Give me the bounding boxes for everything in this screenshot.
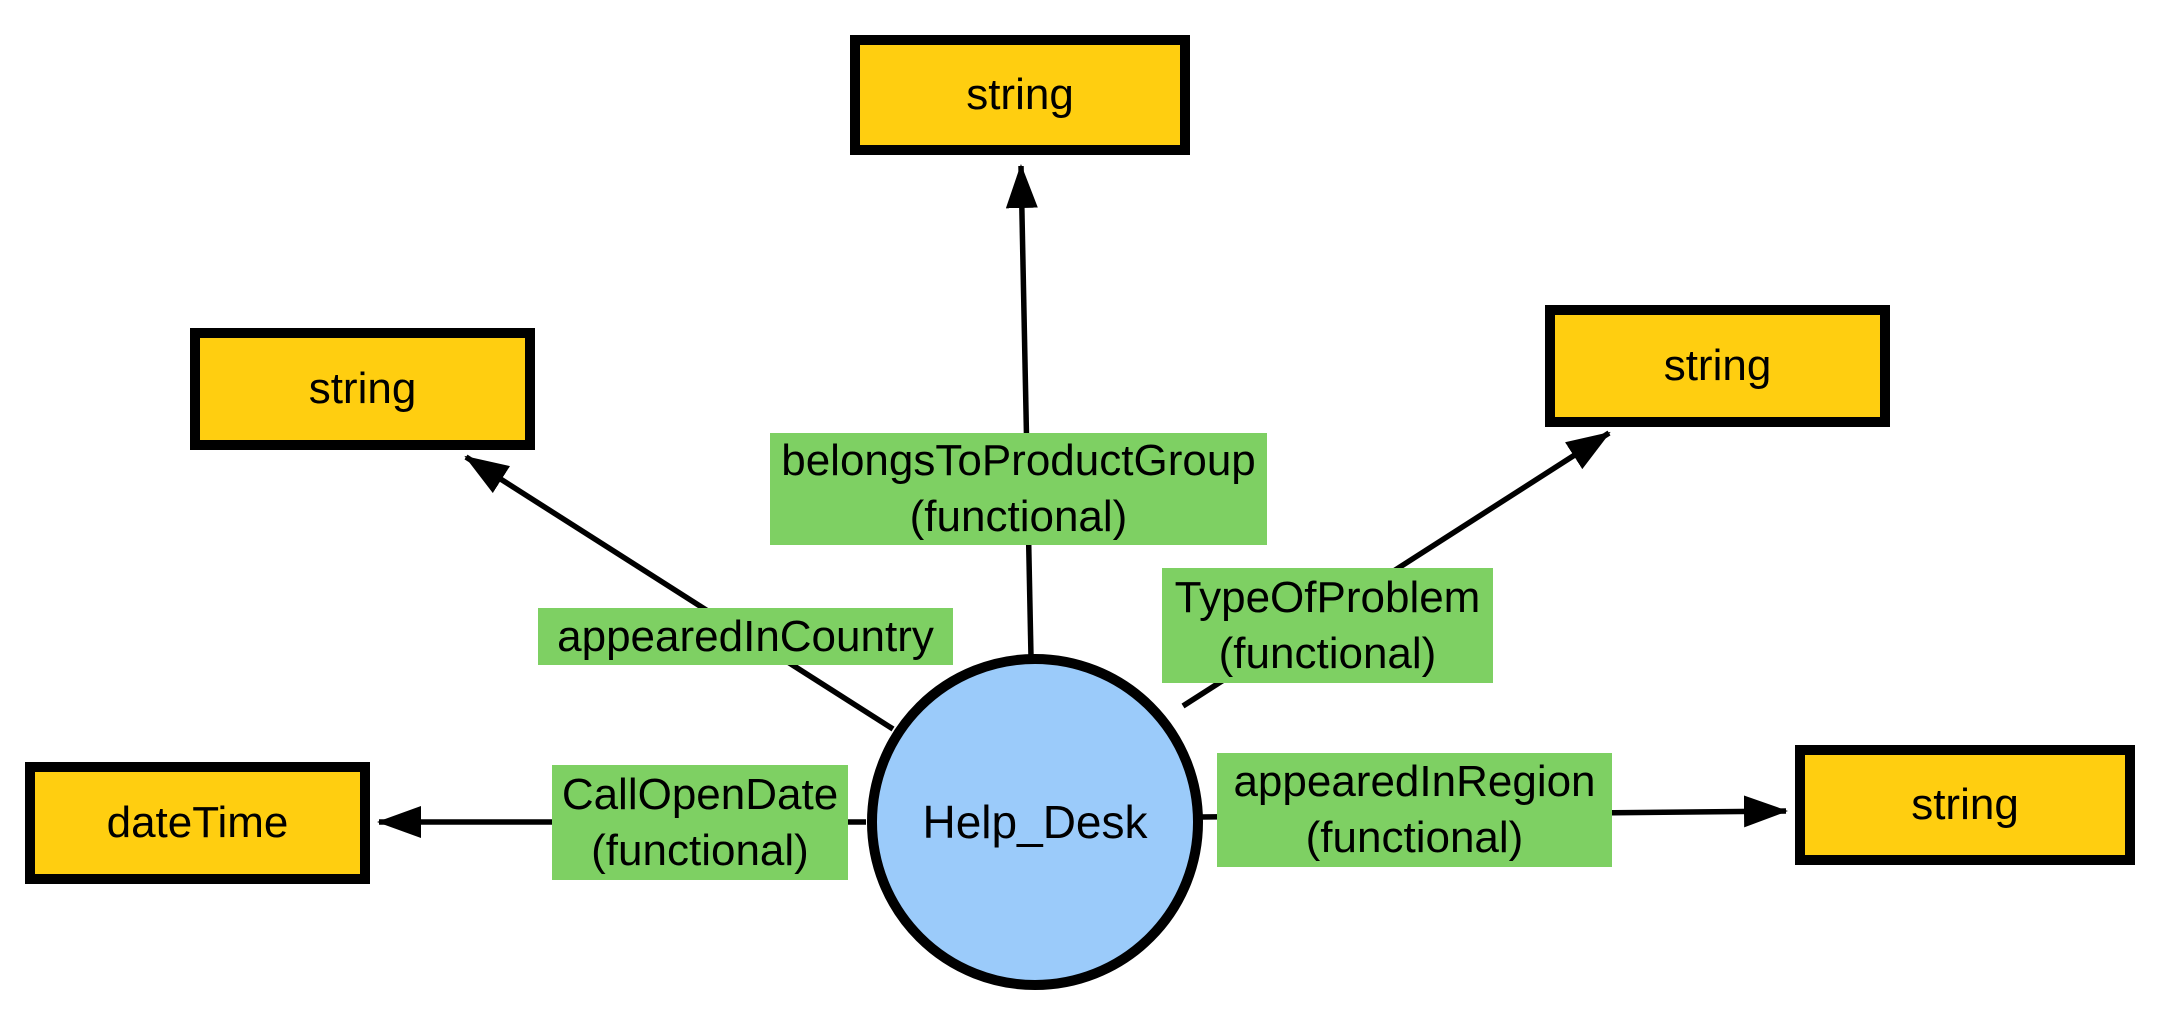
datatype-node-label: string xyxy=(966,70,1074,119)
edge-label-belongs-to-product-group[interactable]: belongsToProductGroup (functional) xyxy=(770,433,1267,545)
edge-label-qualifier: (functional) xyxy=(591,825,809,875)
datatype-node-label: string xyxy=(1911,780,2019,829)
class-node-label: Help_Desk xyxy=(922,796,1148,848)
edge-label-text: appearedInCountry xyxy=(557,611,934,661)
edge-line-belongs-to-product-group xyxy=(1005,164,1038,658)
datatype-node-label: string xyxy=(1663,341,1772,390)
edge-label-text: belongsToProductGroup xyxy=(781,436,1256,485)
datatype-node-string-right[interactable]: string xyxy=(1795,745,2135,865)
edge-label-appeared-in-region[interactable]: appearedInRegion (functional) xyxy=(1217,753,1612,867)
datatype-node-label: dateTime xyxy=(106,798,289,847)
edge-label-call-open-date[interactable]: CallOpenDate (functional) xyxy=(552,765,848,880)
datatype-node-string-upper-right[interactable]: string xyxy=(1545,305,1890,427)
edge-label-qualifier: (functional) xyxy=(909,492,1128,541)
edge-line-appeared-in-country xyxy=(464,454,895,732)
edge-label-text: appearedInRegion xyxy=(1233,757,1596,806)
edge-label-qualifier: (functional) xyxy=(1305,813,1524,862)
datatype-node-label: string xyxy=(308,364,417,413)
datatype-node-datetime-left[interactable]: dateTime xyxy=(25,762,370,884)
edge-label-qualifier: (functional) xyxy=(1218,628,1437,678)
edge-label-text: TypeOfProblem xyxy=(1174,572,1481,622)
class-node-help-desk[interactable]: Help_Desk xyxy=(867,654,1203,990)
datatype-node-string-top[interactable]: string xyxy=(850,35,1190,155)
edge-label-text: CallOpenDate xyxy=(561,769,839,819)
edge-label-appeared-in-country[interactable]: appearedInCountry xyxy=(538,608,953,665)
edge-label-type-of-problem[interactable]: TypeOfProblem (functional) xyxy=(1162,568,1493,683)
datatype-node-string-upper-left[interactable]: string xyxy=(190,328,535,450)
